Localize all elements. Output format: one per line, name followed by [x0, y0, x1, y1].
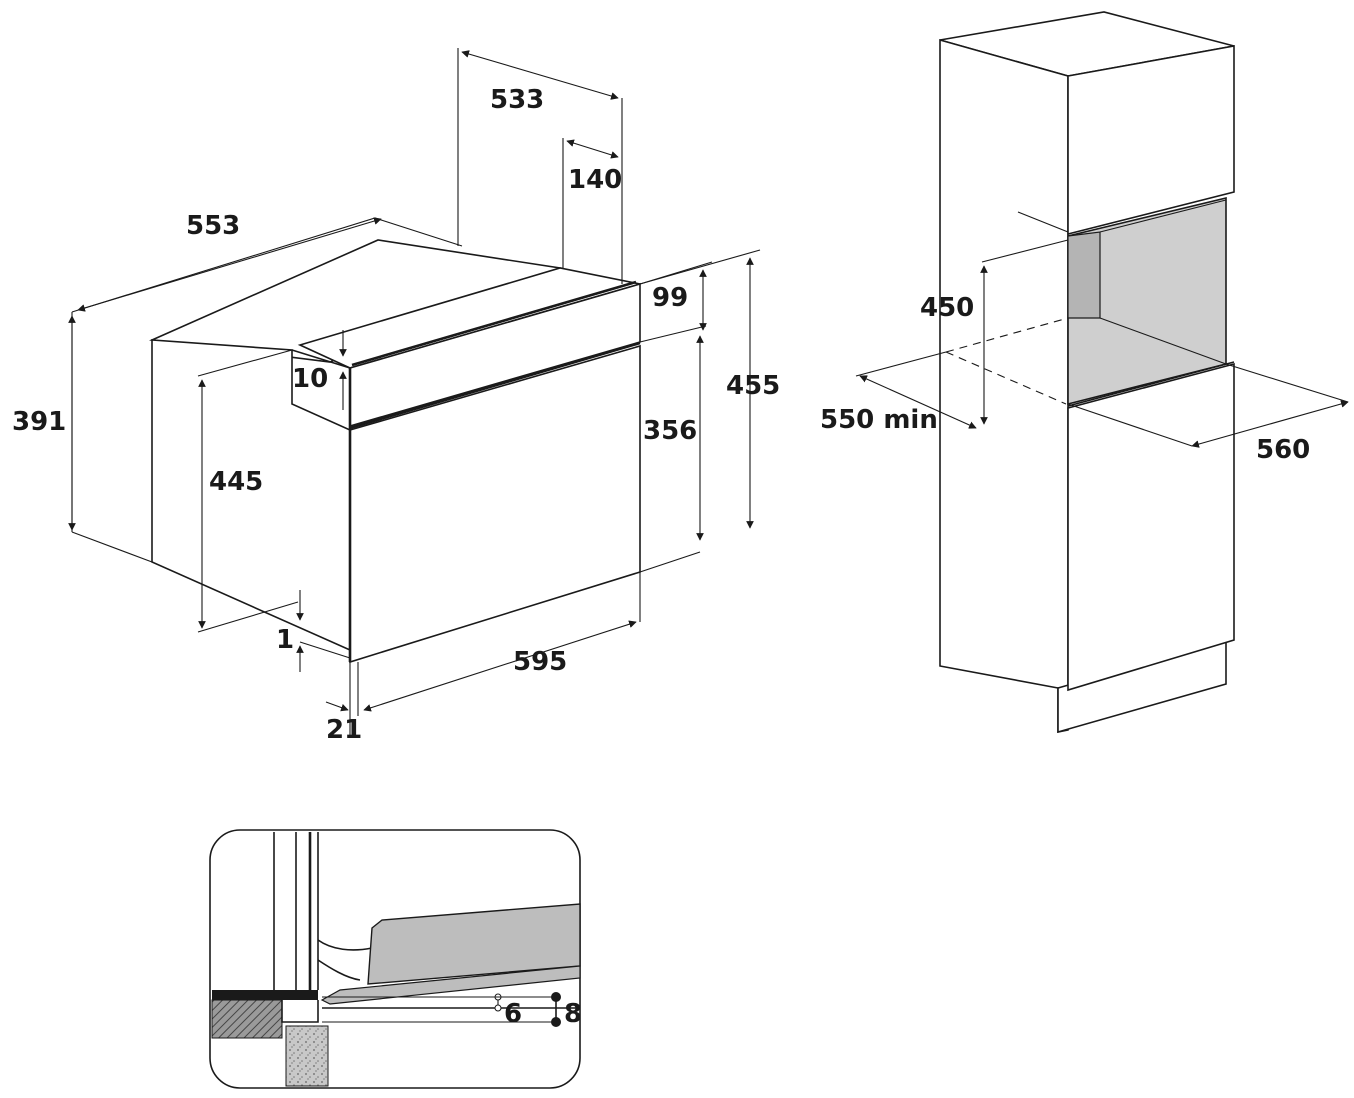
detail-lower-bar — [320, 965, 581, 1005]
cabinet-left-side — [939, 38, 1069, 733]
detail-support — [285, 1025, 329, 1087]
dim-140-label: 140 — [568, 165, 622, 195]
dim-595-label: 595 — [513, 647, 567, 677]
dim-6-label: 6 — [504, 999, 522, 1029]
dim-560-label: 560 — [1256, 435, 1310, 465]
dim-99-label: 99 — [652, 283, 688, 313]
dim-550min-label: 550 min — [820, 405, 938, 435]
dim-553-label: 553 — [186, 211, 240, 241]
dim-356-label: 356 — [643, 416, 697, 446]
dim-533-label: 533 — [490, 85, 544, 115]
cabinet-upper-door — [1067, 45, 1235, 236]
detail-worktop — [211, 999, 283, 1039]
dim-445-label: 445 — [209, 467, 263, 497]
dim-10-label: 10 — [292, 364, 328, 394]
detail-shelf-edge — [212, 990, 318, 1000]
dim-1-label: 1 — [276, 625, 294, 655]
oven-drawing: 533 140 553 99 455 356 391 10 445 — [12, 48, 780, 745]
detail-oven-door — [367, 903, 581, 985]
cabinet-drawing: 450 550 min 560 — [820, 11, 1349, 734]
dim-8-label: 8 — [564, 999, 582, 1029]
niche-inner-side — [1067, 231, 1101, 319]
detail-drawing: 6 8 — [209, 829, 582, 1089]
dim-21-label: 21 — [326, 715, 362, 745]
dim-450-label: 450 — [920, 293, 974, 323]
dim-455-label: 455 — [726, 371, 780, 401]
dim-391-label: 391 — [12, 407, 66, 437]
